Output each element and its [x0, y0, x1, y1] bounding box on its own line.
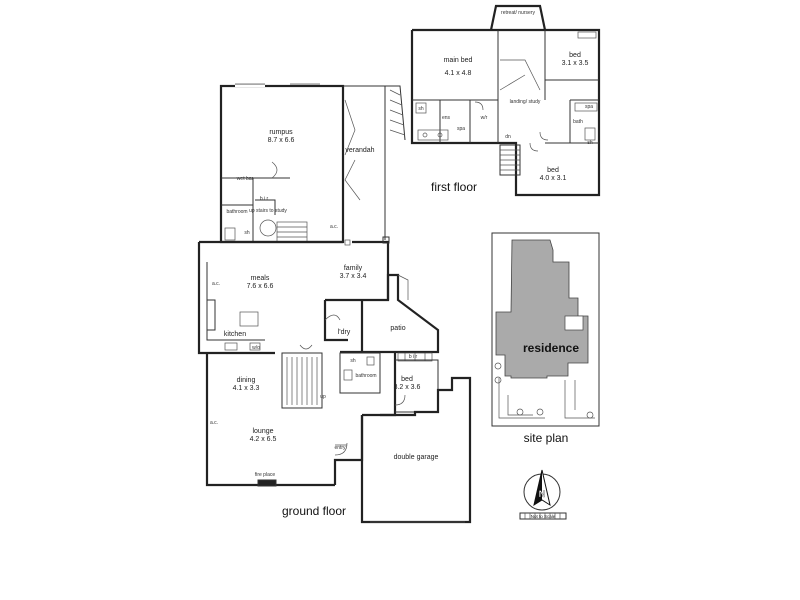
fireplace-label: fire place — [255, 472, 276, 478]
main-bed-size: 4.1 x 4.8 — [445, 70, 472, 77]
bed-lower-label: bed — [547, 167, 559, 174]
first-floor-caption: first floor — [431, 180, 477, 194]
dn-label: dn — [505, 134, 511, 140]
bed-lower-size: 4.0 x 3.1 — [540, 175, 567, 182]
kitchen-label: kitchen — [224, 331, 246, 338]
bir-label: b i r — [260, 196, 269, 202]
meals-label: meals — [251, 275, 270, 282]
spa-label-ens: spa — [457, 126, 465, 132]
first-floor-plan — [410, 4, 601, 197]
scale-text: Not to Scale — [531, 514, 556, 519]
meals-family-walls — [197, 240, 390, 355]
bath-label: bath — [573, 119, 583, 125]
bed-right-size: 3.1 x 3.5 — [562, 60, 589, 67]
bed-ground-size: 3.2 x 3.6 — [394, 384, 421, 391]
patio-label: patio — [390, 325, 405, 332]
landing-label: landing/ study — [510, 99, 541, 105]
up-stairs-label: up stairs to study — [249, 208, 287, 214]
ground-floor-plan — [197, 83, 472, 524]
site-plan-caption: site plan — [524, 431, 569, 445]
garage-label: double garage — [394, 454, 439, 461]
rumpus-size: 8.7 x 6.6 — [268, 137, 295, 144]
lounge-size: 4.2 x 6.5 — [250, 436, 277, 443]
sh-label-lower: sh — [350, 358, 356, 364]
wir-label: w/r — [481, 115, 488, 121]
family-label: family — [344, 265, 363, 272]
retreat-bay — [489, 4, 547, 31]
ac-label-rumpus: a.c. — [330, 224, 338, 230]
residence-label: residence — [523, 341, 579, 355]
north-letter: N — [539, 489, 546, 499]
bir-label-bed: b i r — [409, 354, 418, 360]
garage-walls — [360, 376, 472, 524]
wet-bar-label: wet bar — [237, 176, 254, 182]
retreat-label: retreat/ nursery — [501, 10, 535, 16]
ac-label-meals: a.c. — [212, 281, 220, 287]
lounge-label: lounge — [252, 428, 273, 435]
bed-ground-label: bed — [401, 376, 413, 383]
verandah-label: verandah — [345, 147, 374, 154]
rumpus-walls — [219, 84, 345, 244]
site-plan — [491, 232, 600, 427]
first-floor-outer-walls — [410, 28, 601, 197]
site-boundary — [491, 232, 600, 427]
verandah-outline — [343, 85, 406, 240]
spa-label-bath: spa — [585, 104, 593, 110]
north-arrow — [519, 469, 567, 520]
main-bed-label: main bed — [444, 57, 473, 64]
wo-label: w/o — [252, 345, 260, 351]
sh-label-bath: sh — [587, 140, 593, 146]
bathroom-lower-label: bathroom — [355, 373, 376, 379]
sh-label-ground: sh — [244, 230, 250, 236]
bathroom-upper-label: bathroom — [226, 209, 247, 215]
rumpus-label: rumpus — [269, 129, 293, 136]
up-label: up — [320, 394, 326, 400]
dining-size: 4.1 x 3.3 — [233, 385, 260, 392]
ens-label: ens — [442, 115, 451, 121]
meals-size: 7.6 x 6.6 — [247, 283, 274, 290]
bed-right-label: bed — [569, 52, 581, 59]
sh-label-first: sh — [418, 106, 424, 112]
ldry-label: l'dry — [338, 329, 351, 336]
residence-footprint — [495, 239, 589, 379]
ground-floor-caption: ground floor — [282, 504, 346, 518]
dining-label: dining — [237, 377, 256, 384]
ldry-patio-walls — [323, 273, 440, 417]
entry-label: entry — [334, 445, 346, 451]
ac-label-lounge: a.c. — [210, 420, 218, 426]
staircase — [281, 352, 323, 409]
dining-lounge-walls — [205, 353, 364, 487]
family-size: 3.7 x 3.4 — [340, 273, 367, 280]
